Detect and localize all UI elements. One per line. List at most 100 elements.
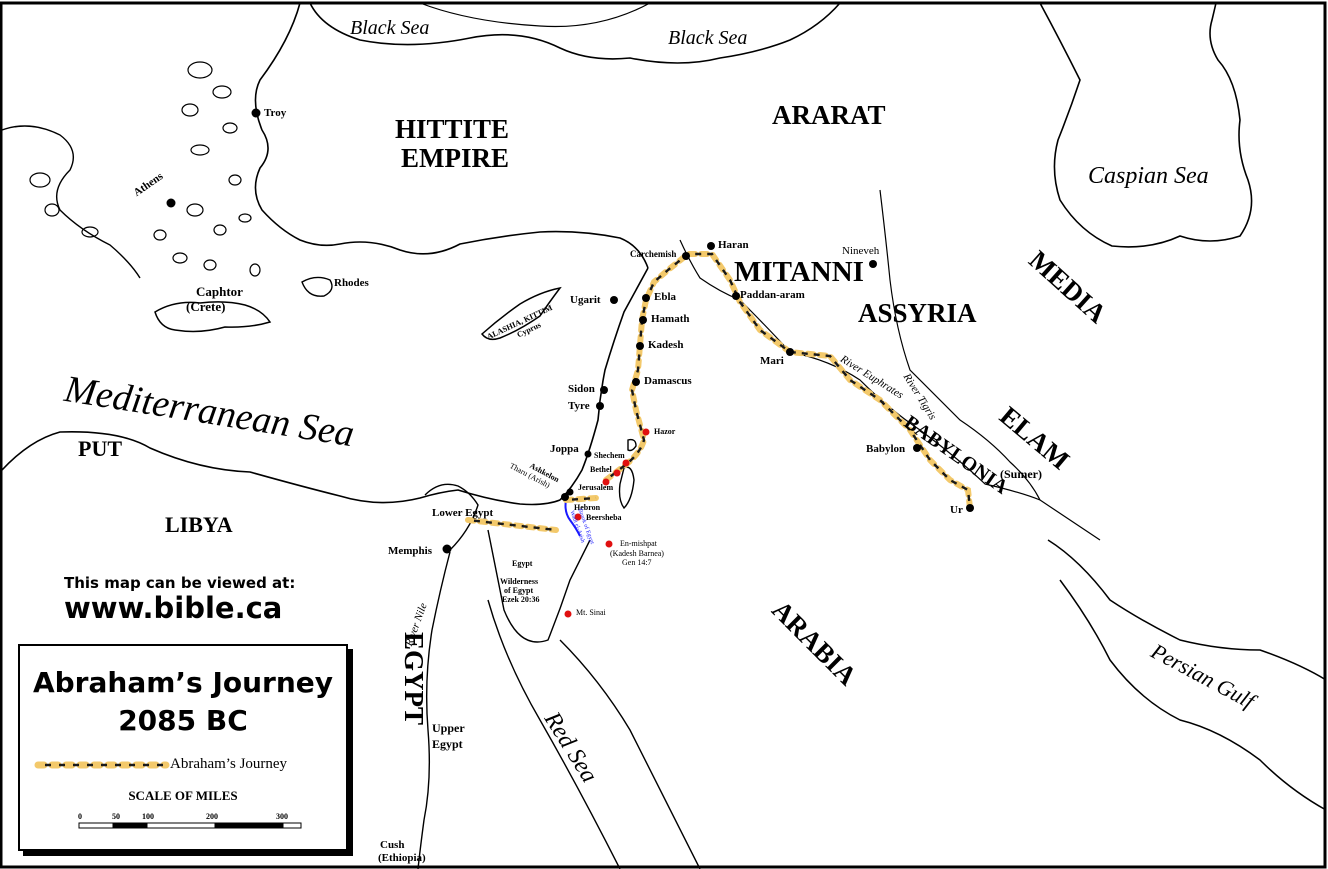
caspian-sea-coast — [1039, 2, 1253, 248]
tyre-label: Tyre — [568, 400, 590, 412]
tharu-marker — [561, 493, 569, 501]
mitanni-label: MITANNI — [734, 256, 864, 288]
sidon-marker — [600, 386, 608, 394]
sidon-label: Sidon — [568, 383, 595, 395]
legend-title: Abraham’s Journey — [32, 666, 334, 699]
beersheba-marker — [574, 513, 582, 521]
wilderness-label: Wilderness — [500, 577, 539, 586]
black-sea-south-shore — [419, 2, 651, 28]
joppa-label: Joppa — [550, 443, 579, 455]
hazor-marker — [642, 428, 650, 436]
ugarit-label: Ugarit — [570, 294, 601, 306]
ararat-label: ARARAT — [772, 100, 886, 130]
egypt-small-label: Egypt — [512, 559, 533, 568]
sumer-label: (Sumer) — [1000, 467, 1042, 481]
site-markers — [564, 428, 650, 618]
greece-coast — [1, 125, 141, 279]
levant-coast — [559, 267, 649, 501]
gulf-of-suez — [487, 529, 591, 643]
legend-box: Abraham’s Journey 2085 BC Abraham’s Jour… — [18, 644, 348, 851]
en-mishpat-marker — [605, 540, 613, 548]
gen-14-7-label: Gen 14:7 — [622, 558, 652, 567]
athens-marker — [166, 198, 176, 208]
hamath-label: Hamath — [651, 313, 690, 325]
black-sea-coast — [309, 2, 841, 64]
river-tigris — [879, 189, 1101, 541]
babylon-label: Babylon — [866, 443, 906, 455]
legend-date: 2085 BC — [118, 704, 248, 737]
jerusalem-marker — [602, 478, 610, 486]
aegean-islands — [29, 61, 261, 277]
upper-egypt-label: Egypt — [432, 737, 463, 751]
brook-of-egypt — [564, 499, 581, 537]
river-nile — [417, 551, 451, 869]
troy-label: Troy — [264, 107, 287, 119]
paddan-aram-marker — [732, 292, 740, 300]
ebla-label: Ebla — [654, 291, 677, 303]
damascus-label: Damascus — [644, 375, 692, 387]
assyria-label: ASSYRIA — [858, 298, 977, 328]
empire-label: EMPIRE — [401, 143, 509, 173]
crete-label: (Crete) — [186, 299, 226, 314]
troy-marker — [251, 108, 261, 118]
libya-label: LIBYA — [165, 512, 233, 537]
mt-sinai-marker — [564, 610, 572, 618]
website-url: www.bible.ca — [64, 591, 283, 625]
of-egypt-label: of Egypt — [504, 586, 534, 595]
scale-tick-50: 50 — [112, 812, 120, 821]
ashkelon-marker — [566, 488, 574, 496]
city-markers — [166, 108, 974, 554]
en-mishpat-label: En-mishpat — [620, 539, 657, 548]
nineveh-marker — [869, 260, 877, 268]
carchemish-marker — [682, 252, 690, 260]
caspian-sea-label: Caspian Sea — [1088, 163, 1209, 189]
haran-marker — [707, 242, 715, 250]
put-label: PUT — [78, 436, 122, 461]
hittite-label: HITTITE — [395, 114, 510, 144]
north-africa-coast — [1, 431, 561, 506]
joppa-marker — [584, 450, 592, 458]
scale-tick-0: 0 — [78, 812, 82, 821]
black-sea-label-east: Black Sea — [668, 27, 748, 49]
scale-bar — [78, 822, 302, 829]
haran-label: Haran — [718, 239, 749, 251]
ezek-label: Ezek 20:36 — [502, 595, 540, 604]
red-sea-west-coast — [487, 599, 621, 869]
dead-sea — [618, 466, 635, 510]
kadesh-marker — [636, 342, 644, 350]
red-sea-east-coast — [559, 639, 701, 869]
damascus-marker — [632, 378, 640, 386]
bethel-marker — [613, 469, 621, 477]
mari-label: Mari — [760, 355, 784, 367]
mt-sinai-label: Mt. Sinai — [576, 608, 606, 617]
bethel-label: Bethel — [590, 465, 612, 474]
sea-of-galilee — [627, 438, 637, 452]
tyre-marker — [596, 402, 604, 410]
cush-label: Cush — [380, 839, 405, 851]
cyprus-island — [480, 286, 562, 341]
memphis-marker — [442, 544, 452, 554]
website-caption: This map can be viewed at: — [64, 574, 296, 592]
paddan-aram-label: Paddan-aram — [740, 289, 805, 301]
crete-island — [154, 301, 272, 333]
ebla-marker — [642, 294, 650, 302]
legend-journey-label: Abraham’s Journey — [170, 756, 288, 772]
kadesh-barnea-label: (Kadesh Barnea) — [610, 549, 664, 558]
memphis-label: Memphis — [388, 545, 432, 557]
jerusalem-label: Jerusalem — [578, 483, 614, 492]
ur-marker — [966, 504, 974, 512]
ethiopia-label: (Ethiopia) — [378, 852, 426, 864]
mari-marker — [786, 348, 794, 356]
journey-path-black — [467, 252, 972, 532]
persian-gulf-coast — [1047, 539, 1327, 681]
ugarit-marker — [610, 296, 618, 304]
scale-tick-100: 100 — [142, 812, 154, 821]
shechem-marker — [622, 459, 630, 467]
rhodes-label: Rhodes — [334, 277, 369, 289]
scale-title: SCALE OF MILES — [128, 788, 238, 803]
black-sea-label-west: Black Sea — [350, 17, 430, 39]
upper-label: Upper — [432, 721, 465, 735]
shechem-label: Shechem — [594, 451, 625, 460]
